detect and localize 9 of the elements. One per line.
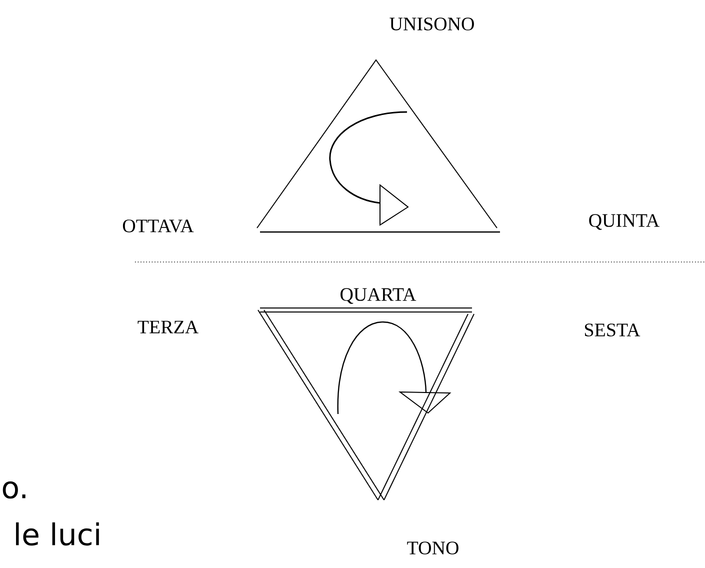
label: le luci: [16, 522, 99, 546]
label: TONO: [407, 542, 458, 554]
label: QUARTA: [340, 288, 416, 304]
label: TERZA: [138, 320, 198, 334]
label: SESTA: [585, 324, 640, 336]
label: OTTAVA: [122, 220, 194, 232]
label: o.: [2, 481, 26, 499]
label: UNISONO: [390, 18, 474, 30]
label: QUINTA: [589, 214, 660, 230]
